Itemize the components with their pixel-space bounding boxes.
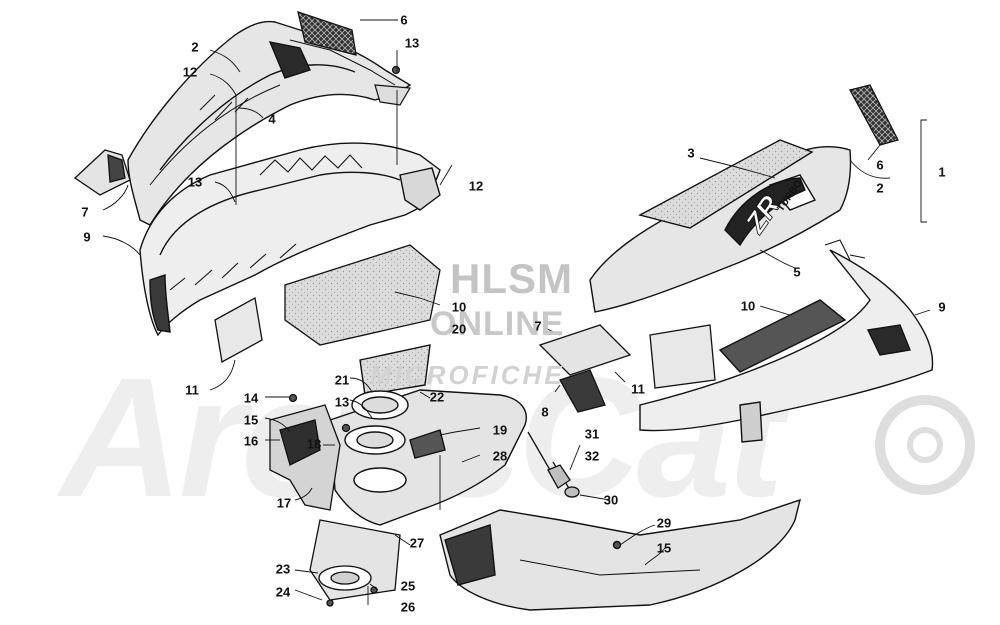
- lower-console: [329, 344, 527, 526]
- callout-c24: 24: [275, 584, 291, 600]
- callout-c13b: 13: [187, 174, 203, 190]
- callout-c15a: 15: [243, 412, 259, 428]
- watermark-wheel: [875, 395, 975, 495]
- callout-c11b: 11: [631, 381, 645, 397]
- callout-c32: 32: [584, 448, 600, 464]
- callout-c16: 16: [243, 433, 259, 449]
- callout-c12a: 12: [182, 64, 198, 80]
- right-console-frame: [639, 239, 934, 443]
- vent-trim-right: [538, 324, 632, 413]
- callout-c17: 17: [276, 495, 292, 511]
- watermark-microfiche: MICROFICHE: [370, 360, 565, 390]
- callout-c10a: 10: [451, 299, 467, 315]
- callout-c14: 14: [243, 390, 259, 406]
- callout-c3: 3: [687, 145, 695, 161]
- callout-c11a: 11: [185, 382, 199, 398]
- callout-c13a: 13: [404, 35, 420, 51]
- callout-c26: 26: [400, 599, 416, 615]
- callout-c2b: 2: [876, 180, 884, 196]
- watermark-hlsm: HLSM: [450, 255, 573, 302]
- watermark-online: ONLINE: [430, 305, 565, 343]
- callout-c12b: 12: [468, 178, 484, 194]
- callout-c2a: 2: [191, 39, 199, 55]
- callout-c23: 23: [275, 561, 291, 577]
- vent-trim-left: [73, 149, 131, 196]
- callout-c22: 22: [429, 389, 445, 405]
- left-console-frame: [139, 142, 441, 337]
- callout-c9a: 9: [83, 229, 91, 245]
- callout-c10b: 10: [740, 298, 756, 314]
- callout-c5: 5: [793, 264, 801, 280]
- callout-c19: 19: [492, 422, 508, 438]
- callout-c20: 20: [451, 321, 467, 337]
- left-side-panel: [127, 20, 412, 226]
- callout-c6b: 6: [876, 157, 884, 173]
- insulation-right: [649, 324, 716, 389]
- air-vent-left: [297, 11, 357, 56]
- insulation-left: [214, 296, 263, 364]
- callout-c15b: 15: [656, 540, 672, 556]
- callout-c18: 18: [306, 436, 322, 452]
- callout-c7b: 7: [534, 318, 542, 334]
- air-vent-right: [849, 84, 899, 146]
- foam-pad-left: [284, 244, 441, 346]
- callout-c25: 25: [400, 578, 416, 594]
- callout-c8: 8: [541, 404, 549, 420]
- spring-latch: [527, 431, 580, 498]
- callout-c30: 30: [603, 492, 619, 508]
- fastener-plate: [374, 65, 411, 106]
- callout-c29: 29: [656, 515, 672, 531]
- callout-c6a: 6: [400, 12, 408, 28]
- lower-duct: [309, 519, 401, 607]
- callout-c1: 1: [938, 164, 946, 180]
- lower-belly-pan: [439, 498, 801, 611]
- right-side-panel: [589, 139, 852, 313]
- side-bracket: [269, 393, 351, 511]
- callout-c28: 28: [492, 448, 508, 464]
- callout-c13c: 13: [334, 394, 350, 410]
- callout-c9b: 9: [938, 299, 946, 315]
- callout-c27: 27: [409, 535, 425, 551]
- callout-c4: 4: [268, 111, 276, 127]
- callout-c21: 21: [334, 372, 350, 388]
- callout-c31: 31: [584, 426, 600, 442]
- callout-c7a: 7: [81, 204, 89, 220]
- leader-lines: [102, 19, 931, 605]
